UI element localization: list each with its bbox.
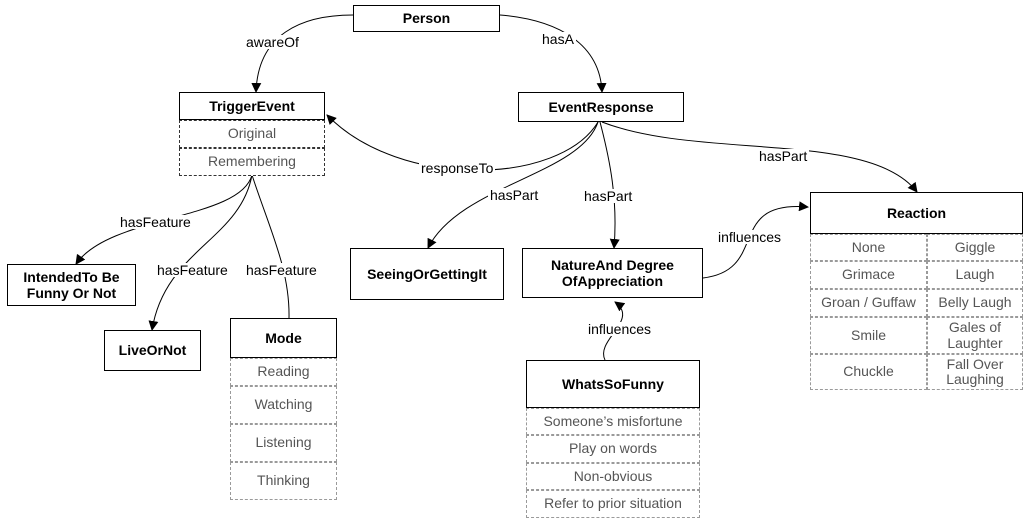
node-seeing-or-getting-it: SeeingOrGettingIt <box>350 248 504 300</box>
edge-label-has-part-seeing: hasPart <box>488 187 541 203</box>
edge-label-has-feature-mode: hasFeature <box>244 262 319 278</box>
node-nature-and-degree-of-appreciation: NatureAnd Degree OfAppreciation <box>522 248 703 298</box>
edge-has-part-nature <box>599 121 620 249</box>
node-live-or-not: LiveOrNot <box>104 330 201 371</box>
reaction-value-right: Giggle <box>927 234 1023 261</box>
reaction-value-left: Grimace <box>810 261 927 289</box>
reaction-value-left: Smile <box>810 317 927 354</box>
reaction-value-right: Belly Laugh <box>927 289 1023 317</box>
node-mode: Mode <box>230 318 337 358</box>
reaction-value-left: None <box>810 234 927 261</box>
reaction-value-left: Groan / Guffaw <box>810 289 927 317</box>
node-whats-so-funny: WhatsSoFunny <box>526 360 700 408</box>
edge-label-has-part-nature: hasPart <box>582 188 635 204</box>
edge-has-a <box>499 14 607 93</box>
node-reaction: Reaction <box>810 192 1023 234</box>
whats-so-funny-value: Non-obvious <box>526 463 700 490</box>
edge-has-feature-live <box>148 174 253 331</box>
whats-so-funny-value: Someone’s misfortune <box>526 408 700 435</box>
mode-value: Listening <box>230 424 337 462</box>
reaction-value-right: Gales of Laughter <box>927 317 1023 354</box>
edge-label-has-feature-live: hasFeature <box>155 262 230 278</box>
reaction-value-left: Chuckle <box>810 354 927 390</box>
whats-so-funny-value: Refer to prior situation <box>526 490 700 518</box>
edge-has-part-seeing <box>427 121 599 249</box>
edge-has-feature-mode <box>251 174 290 319</box>
reaction-value-right: Laugh <box>927 261 1023 289</box>
edge-label-has-part-reaction: hasPart <box>757 148 810 164</box>
edge-label-has-feature-intended: hasFeature <box>118 214 193 230</box>
trigger-event-value: Original <box>179 120 325 148</box>
edge-aware-of <box>251 14 354 93</box>
node-event-response: EventResponse <box>518 92 684 122</box>
edge-label-influences-nature: influences <box>586 321 654 337</box>
node-person: Person <box>353 5 500 32</box>
edge-label-has-a: hasA <box>540 31 576 47</box>
node-intended-to-be-funny: IntendedTo Be Funny Or Not <box>7 264 136 306</box>
node-trigger-event: TriggerEvent <box>179 92 325 120</box>
edge-label-influences-reaction: influences <box>716 229 784 245</box>
edge-has-part-reaction <box>601 121 918 193</box>
mode-value: Thinking <box>230 462 337 500</box>
whats-so-funny-value: Play on words <box>526 435 700 463</box>
mode-value: Reading <box>230 358 337 386</box>
edge-label-response-to: responseTo <box>419 160 496 176</box>
trigger-event-value: Remembering <box>179 148 325 176</box>
edge-label-aware-of: awareOf <box>244 34 301 50</box>
mode-value: Watching <box>230 386 337 424</box>
reaction-value-right: Fall Over Laughing <box>927 354 1023 390</box>
